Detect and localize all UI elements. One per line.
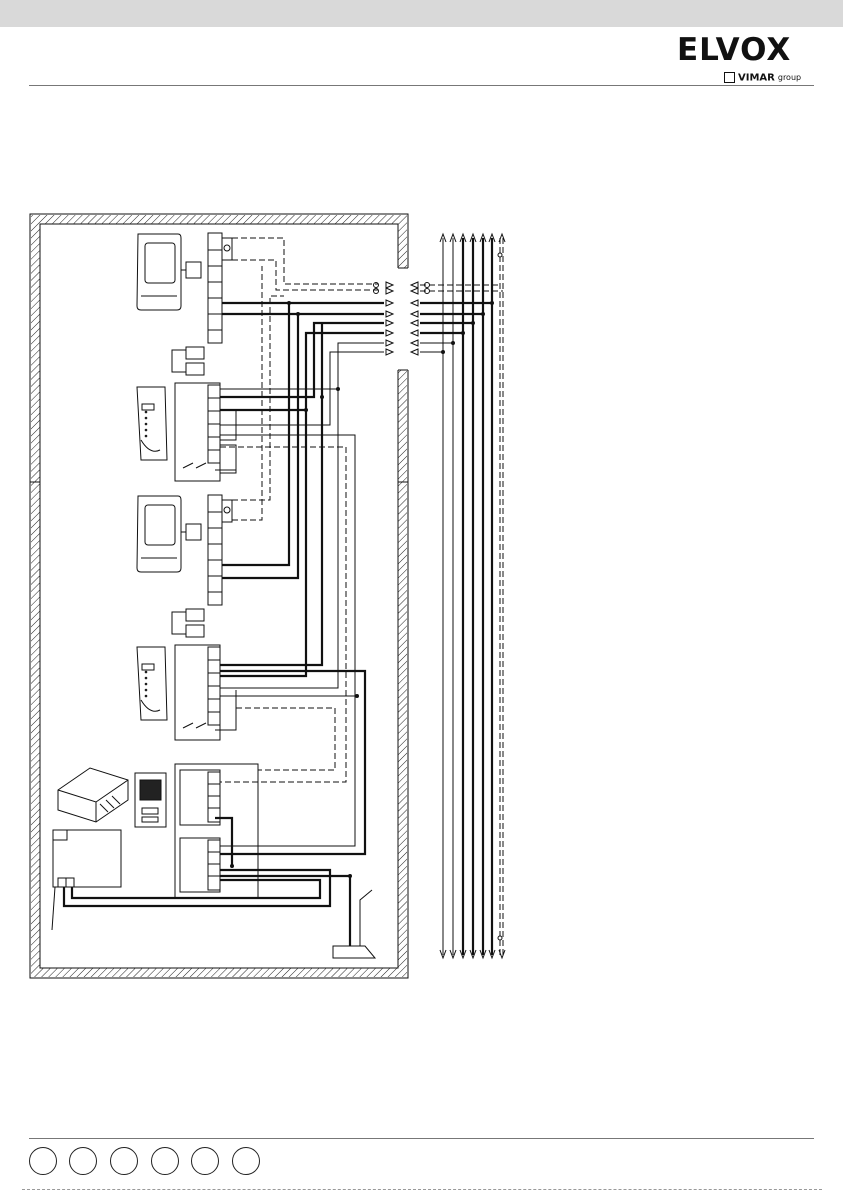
language-circle-5 (191, 1147, 219, 1175)
entrance-panel (135, 773, 166, 827)
language-circle-2 (69, 1147, 97, 1175)
intercom-unit-2 (175, 645, 220, 740)
panel-terminals (175, 764, 258, 898)
intercom-handset-2 (137, 647, 167, 720)
intercom-handset-1 (137, 387, 167, 460)
page-edge-dashed-line (22, 1189, 822, 1190)
language-circle-4 (151, 1147, 179, 1175)
external-riser-bus (420, 234, 505, 958)
language-circle-6 (232, 1147, 260, 1175)
language-circle-1 (29, 1147, 57, 1175)
footer-divider (29, 1138, 814, 1139)
language-circle-3 (110, 1147, 138, 1175)
